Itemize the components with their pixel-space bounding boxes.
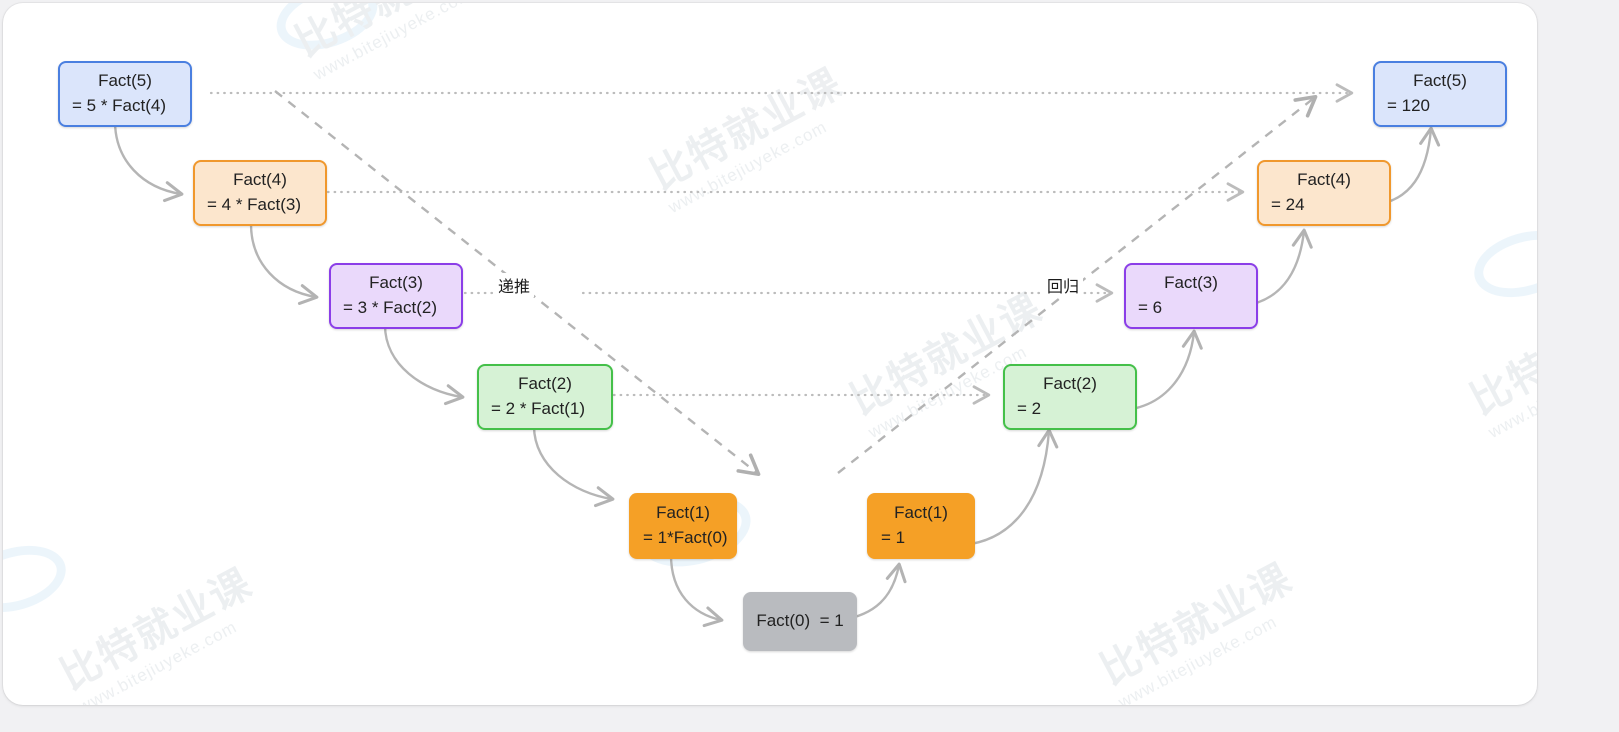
watermark-ring [1466,219,1537,309]
watermark-cn: 比特就业课 [1093,555,1300,694]
arrow-R1-to-R2 [961,428,1059,547]
arrow-L3-to-L2 [383,323,465,406]
watermark: 比特就业课 www.bitejiuyeke.com [53,560,272,705]
node-expression: = 3 * Fact(2) [343,298,438,317]
node-title: Fact(3) [369,273,423,293]
node-title: Fact(2) [1043,374,1097,394]
node-fact2-call[interactable]: Fact(2) = 2 * Fact(1) [477,364,613,430]
node-fact5-return[interactable]: Fact(5) = 120 [1373,61,1507,127]
node-title: Fact(2) [518,374,572,394]
node-fact1-call[interactable]: Fact(1) = 1*Fact(0) [629,493,737,559]
label-forward-recursion: 递推 [494,273,535,297]
watermark-cn: 比特就业课 [53,560,260,699]
node-expression: = 24 [1271,195,1305,214]
arrow-L1-to-B0 [669,553,724,628]
node-expression: = 5 * Fact(4) [72,96,167,115]
node-expression: = 6 [1138,298,1163,317]
node-expression: = 2 * Fact(1) [491,399,586,418]
node-expression: = 120 [1387,96,1431,115]
dotted-level-lines [209,83,1354,405]
node-expression: = 1 [881,528,906,547]
node-fact2-return[interactable]: Fact(2) = 2 [1003,364,1137,430]
node-title: Fact(0) = 1 [756,611,844,631]
watermark-ring [267,3,387,62]
watermark-cn: 比特就业课 [289,3,495,65]
arrow-L2-to-L1 [532,424,615,508]
arrow-L4-to-L3 [249,222,319,305]
node-expression: = 4 * Fact(3) [207,195,302,214]
node-fact4-return[interactable]: Fact(4) = 24 [1257,160,1391,226]
node-title: Fact(4) [1297,170,1351,190]
node-fact3-return[interactable]: Fact(3) = 6 [1124,263,1258,329]
watermark-en: www.bitejiuyeke.com [1485,342,1537,442]
watermark-en: www.bitejiuyeke.com [665,117,831,217]
watermark-en: www.bitejiuyeke.com [75,617,241,705]
watermark: 比特就业课 www.bitejiuyeke.com [1093,555,1312,705]
node-title: Fact(3) [1164,273,1218,293]
watermark: 比特就业课 www.bitejiuyeke.com [643,60,862,221]
watermark-ring [3,534,74,624]
node-title: Fact(1) [656,503,710,523]
node-fact1-return[interactable]: Fact(1) = 1 [867,493,975,559]
node-fact5-call[interactable]: Fact(5) = 5 * Fact(4) [58,61,192,127]
node-expression: = 2 [1017,399,1042,418]
diagram-card: 比特就业课 www.bitejiuyeke.com 比特就业课 www.bite… [3,3,1537,705]
watermark-en: www.bitejiuyeke.com [1115,612,1281,705]
node-fact4-call[interactable]: Fact(4) = 4 * Fact(3) [193,160,327,226]
node-fact3-call[interactable]: Fact(3) = 3 * Fact(2) [329,263,463,329]
node-title: Fact(5) [1413,71,1467,91]
node-fact0-base-case[interactable]: Fact(0) = 1 [743,592,857,651]
watermark-en: www.bitejiuyeke.com [310,3,476,84]
node-title: Fact(1) [894,503,948,523]
watermark: 比特就业课 www.bitejiuyeke.com [1463,285,1537,446]
label-backward-return: 回归 [1043,273,1084,297]
watermark-cn: 比特就业课 [643,60,850,199]
node-expression: = 1*Fact(0) [643,528,728,547]
arrow-L5-to-L4 [113,119,184,203]
node-title: Fact(4) [233,170,287,190]
watermark-cn: 比特就业课 [1463,285,1537,424]
node-title: Fact(5) [98,71,152,91]
watermark: 比特就业课 www.bitejiuyeke.com [289,3,507,88]
